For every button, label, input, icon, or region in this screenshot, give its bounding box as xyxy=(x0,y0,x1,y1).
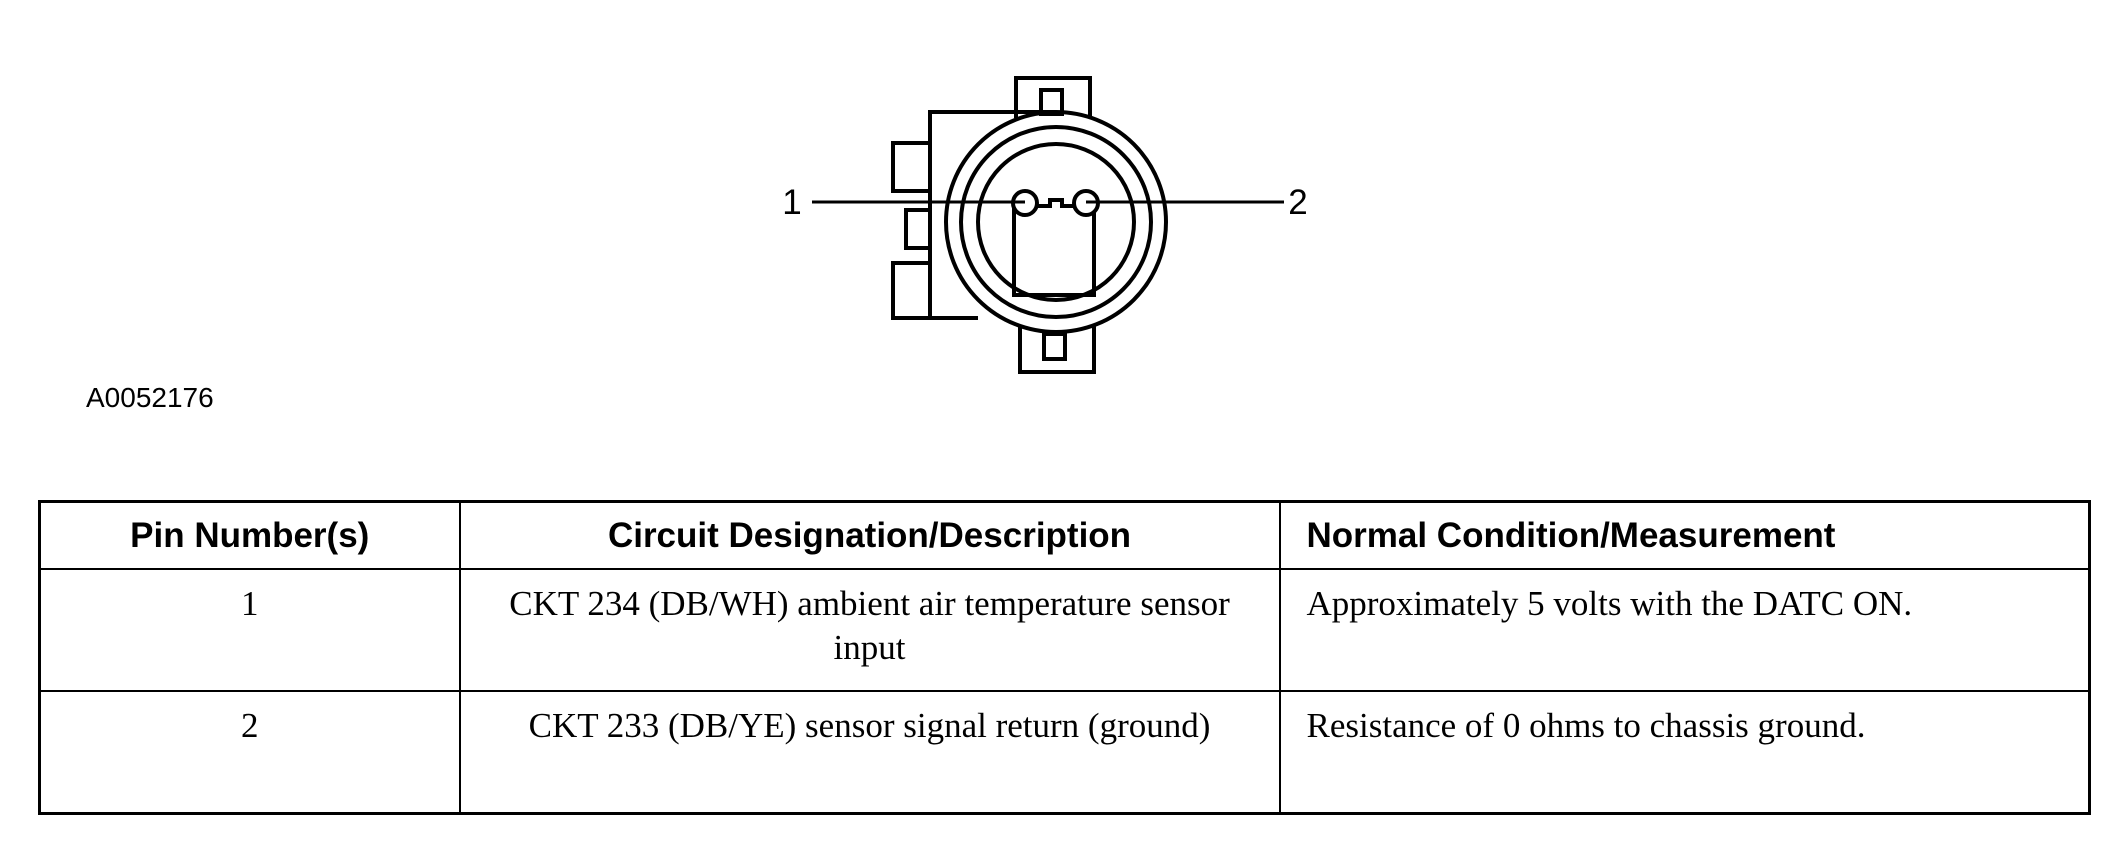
circuit-cell: CKT 234 (DB/WH) ambient air temperature … xyxy=(458,568,1281,692)
connector-housing xyxy=(928,110,1056,320)
pin-2-label: 2 xyxy=(1288,183,1307,222)
circuit-description: CKT 233 (DB/YE) sensor signal return (gr… xyxy=(528,706,1211,745)
table-row: 1 CKT 234 (DB/WH) ambient air temperatur… xyxy=(38,568,2091,692)
connector-face xyxy=(976,142,1136,302)
pin-number: 1 xyxy=(241,584,259,623)
pin-number: 2 xyxy=(241,706,259,745)
measurement-cell: Resistance of 0 ohms to chassis ground. xyxy=(1278,690,2091,815)
connector-diagram: 1 2 xyxy=(782,76,1308,374)
table-header-row: Pin Number(s) Circuit Designation/Descri… xyxy=(38,500,2091,570)
bottom-locking-tab xyxy=(1018,325,1096,374)
table-row: 2 CKT 233 (DB/YE) sensor signal return (… xyxy=(38,690,2091,815)
normal-measurement: Resistance of 0 ohms to chassis ground. xyxy=(1306,706,1866,745)
normal-measurement: Approximately 5 volts with the DATC ON. xyxy=(1306,584,1913,623)
terminal-block xyxy=(1012,198,1096,297)
connector-inner-rim xyxy=(959,125,1153,319)
header-pin-number: Pin Number(s) xyxy=(38,500,461,570)
pin-number-cell: 2 xyxy=(38,690,461,815)
connector-outer-rim xyxy=(944,110,1168,334)
side-tab-upper xyxy=(891,141,932,193)
circuit-description: CKT 234 (DB/WH) ambient air temperature … xyxy=(509,584,1230,667)
figure-id: A0052176 xyxy=(86,382,214,413)
side-tab-lower xyxy=(891,261,932,320)
side-tab-middle xyxy=(904,208,932,250)
header-normal-condition: Normal Condition/Measurement xyxy=(1278,500,2091,570)
pin-number-cell: 1 xyxy=(38,568,461,692)
pinout-table: Pin Number(s) Circuit Designation/Descri… xyxy=(38,500,2091,815)
measurement-cell: Approximately 5 volts with the DATC ON. xyxy=(1278,568,2091,692)
pin-1-label: 1 xyxy=(782,183,801,222)
header-circuit-description: Circuit Designation/Description xyxy=(458,500,1281,570)
circuit-cell: CKT 233 (DB/YE) sensor signal return (gr… xyxy=(458,690,1281,815)
